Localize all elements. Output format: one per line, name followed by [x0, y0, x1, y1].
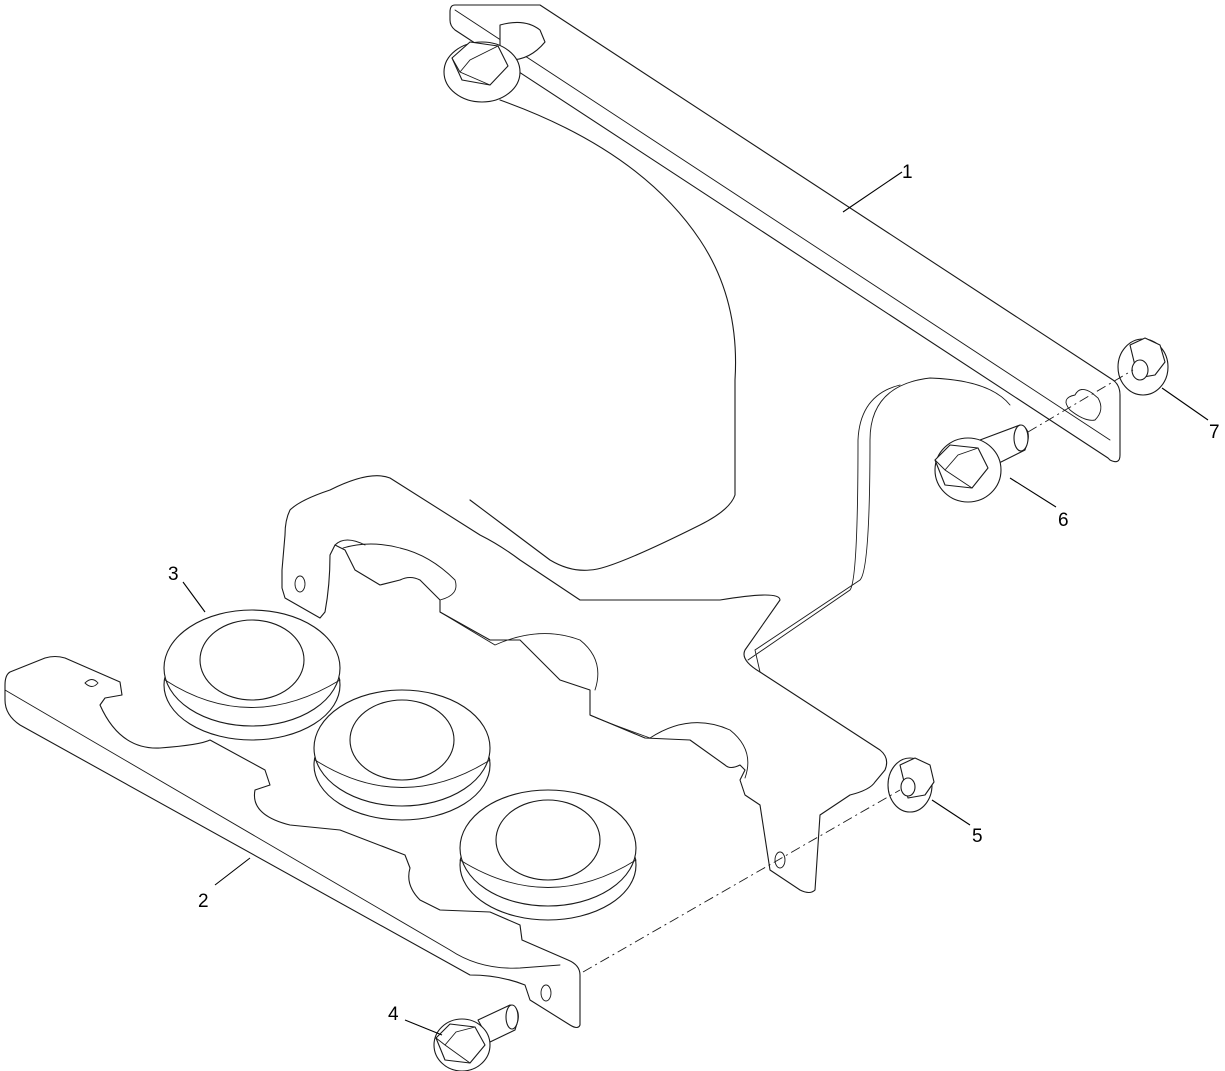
- nut-7: [1117, 337, 1169, 396]
- callout-3: 3: [168, 564, 179, 585]
- leader-2: [214, 857, 251, 886]
- callout-4: 4: [388, 1004, 399, 1025]
- mount-hole: [540, 984, 552, 1002]
- bolt-6: [934, 424, 1029, 503]
- grommet-3: [459, 789, 637, 921]
- callout-5: 5: [972, 826, 983, 847]
- leader-4: [404, 1019, 443, 1036]
- slot-hole: [1065, 389, 1102, 421]
- lower-plate: [281, 377, 1011, 894]
- grommet-1: [163, 609, 341, 741]
- leader-1: [842, 171, 903, 213]
- front-flange: [4, 655, 581, 1029]
- nut-5: [887, 757, 935, 813]
- bracket-bolt-top: [443, 21, 546, 103]
- centerline-4-5: [582, 789, 901, 973]
- upper-bracket: [449, 4, 1121, 571]
- grommet-2: [313, 689, 491, 821]
- mount-hole: [774, 851, 786, 869]
- bolt-4: [433, 1004, 519, 1071]
- centerline-6-7: [1027, 369, 1134, 433]
- callout-1: 1: [902, 162, 913, 183]
- leader-7: [1161, 387, 1209, 421]
- leader-5: [931, 799, 971, 826]
- mount-hole: [294, 575, 306, 593]
- leader-6: [1009, 477, 1057, 508]
- callout-2: 2: [198, 891, 209, 912]
- callout-7: 7: [1209, 422, 1220, 443]
- callout-6: 6: [1058, 510, 1069, 531]
- leader-3: [182, 581, 206, 613]
